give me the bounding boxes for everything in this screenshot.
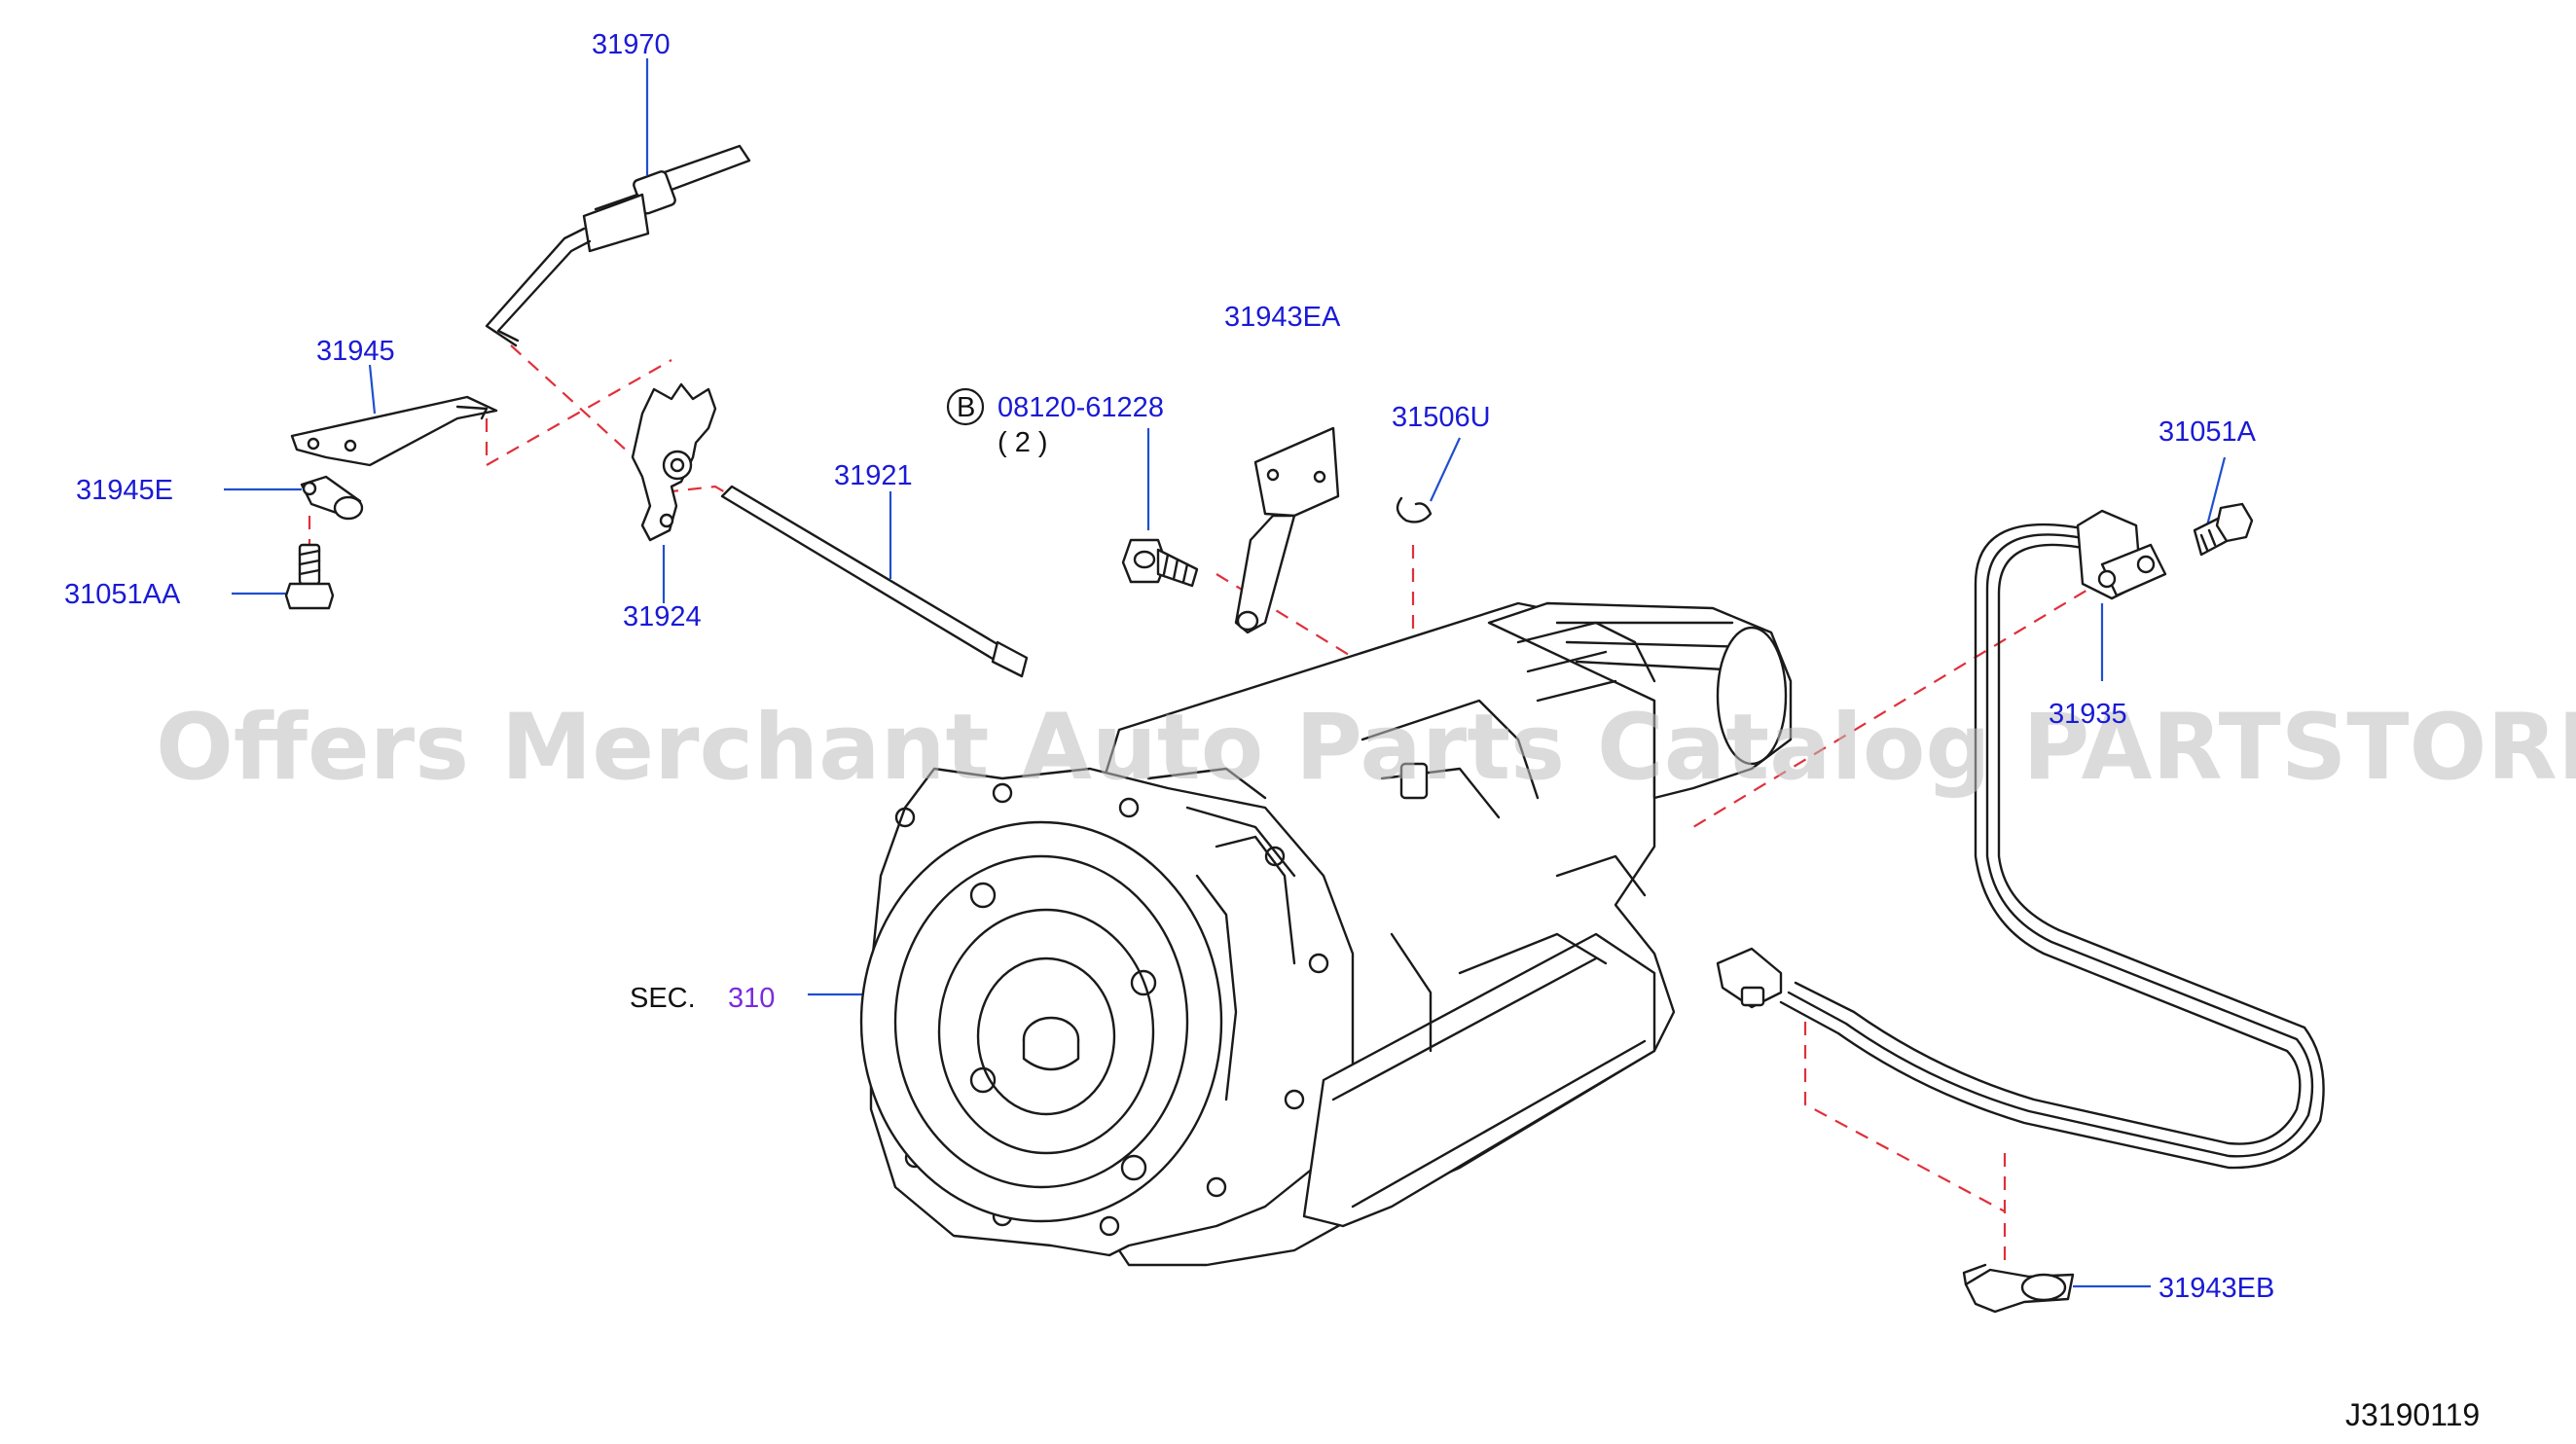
part-31943EB-clip[interactable] [1962,1263,2075,1314]
part-31924-lever[interactable] [631,382,717,542]
part-bolt-08120-61228[interactable] [1121,538,1199,588]
part-31945E-clip[interactable] [300,475,364,521]
part-31051A-bolt[interactable] [2193,502,2254,557]
label-bolt-quantity: ( 2 ) [998,427,1048,458]
bolt-marker-circle [946,387,985,426]
label-31921[interactable]: 31921 [834,460,913,491]
label-31943EA[interactable]: 31943EA [1224,302,1341,333]
drawing-id: J3190119 [2345,1397,2480,1432]
label-bolt-08120-61228[interactable]: 08120-61228 [998,392,1164,423]
label-31943EB[interactable]: 31943EB [2159,1273,2274,1304]
part-31943EA-bracket[interactable] [1234,426,1340,634]
part-31945-bracket[interactable] [290,395,498,467]
part-31921-shaft[interactable] [720,485,1029,678]
label-31924[interactable]: 31924 [623,601,702,632]
label-31970[interactable]: 31970 [592,29,671,60]
label-31935[interactable]: 31935 [2049,699,2127,730]
section-prefix: SEC. [630,983,696,1014]
part-31935-harness[interactable] [1716,509,2325,1170]
part-labels: 31970 31945 31945E 31051AA 31924 31921 3… [64,29,2480,1432]
part-31970-cable[interactable] [485,144,751,347]
label-31506U[interactable]: 31506U [1392,402,1491,433]
transmission-assembly [859,601,1793,1267]
label-31051AA[interactable]: 31051AA [64,579,181,610]
watermark-text: Offers Merchant Auto Parts Catalog PARTS… [156,695,2576,801]
part-31051AA-bolt[interactable] [284,543,335,610]
part-31506U-clip[interactable] [1396,496,1433,523]
bolt-marker-letter: B [957,392,975,423]
section-link-310[interactable]: 310 [728,983,775,1014]
label-31945[interactable]: 31945 [316,336,395,367]
label-31945E[interactable]: 31945E [76,475,173,506]
label-31051A[interactable]: 31051A [2159,416,2257,448]
